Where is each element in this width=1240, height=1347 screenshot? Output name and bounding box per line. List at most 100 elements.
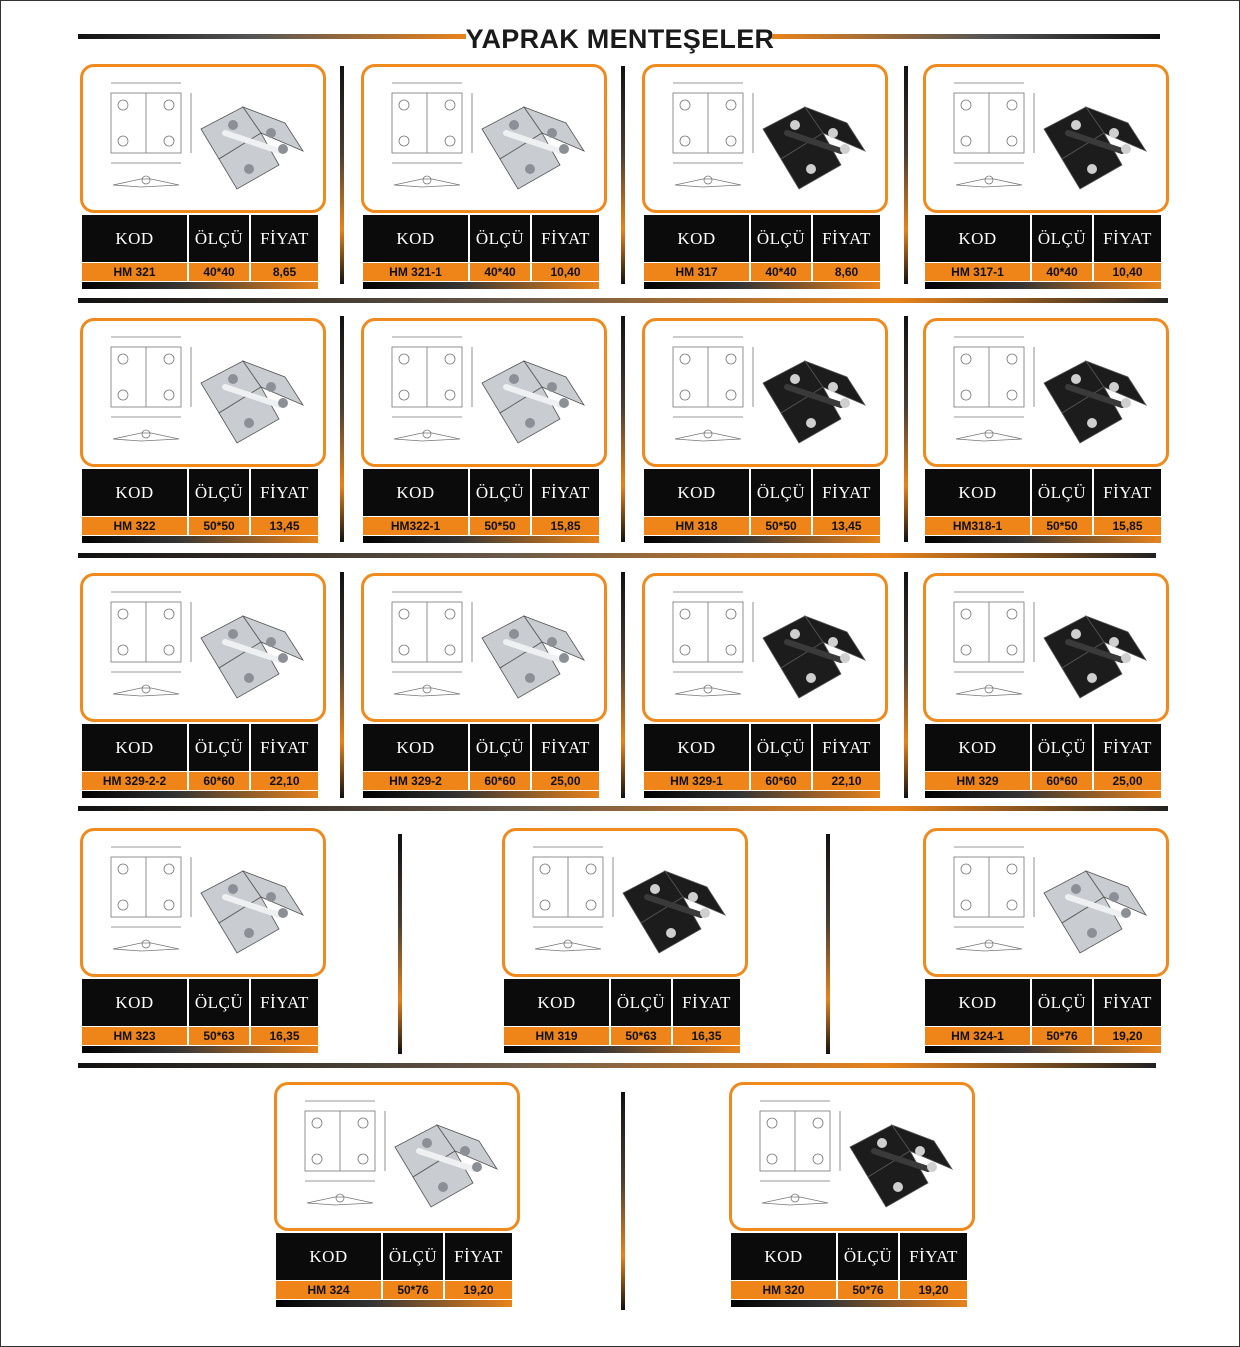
header-kod: KOD bbox=[276, 1233, 381, 1280]
column-divider bbox=[621, 66, 625, 284]
product-card: KOD ÖLÇÜ FİYAT HM 321 40*40 8,65 bbox=[78, 64, 328, 292]
product-price: 8,65 bbox=[251, 263, 318, 281]
product-code: HM 321 bbox=[82, 263, 187, 281]
price-table-row: HM 322 50*50 13,45 bbox=[82, 517, 318, 535]
price-table-header: KOD ÖLÇÜ FİYAT bbox=[363, 215, 599, 262]
header-fiyat: FİYAT bbox=[532, 215, 599, 262]
hinge-image bbox=[80, 828, 326, 977]
hinge-drawing-icon bbox=[759, 1100, 954, 1208]
column-divider bbox=[621, 572, 625, 798]
column-divider bbox=[621, 316, 625, 542]
column-divider bbox=[340, 66, 344, 284]
product-size: 40*40 bbox=[751, 263, 811, 281]
product-size: 60*60 bbox=[189, 772, 249, 790]
product-card: KOD ÖLÇÜ FİYAT HM 322 50*50 13,45 bbox=[78, 318, 328, 546]
header-olcu: ÖLÇÜ bbox=[1032, 724, 1092, 771]
header-kod: KOD bbox=[925, 469, 1030, 516]
product-card: KOD ÖLÇÜ FİYAT HM 317 40*40 8,60 bbox=[640, 64, 890, 292]
product-code: HM 324 bbox=[276, 1281, 381, 1299]
header-fiyat: FİYAT bbox=[813, 215, 880, 262]
product-card: KOD ÖLÇÜ FİYAT HM 317-1 40*40 10,40 bbox=[921, 64, 1171, 292]
price-table-header: KOD ÖLÇÜ FİYAT bbox=[644, 215, 880, 262]
product-card: KOD ÖLÇÜ FİYAT HM 321-1 40*40 10,40 bbox=[359, 64, 609, 292]
hinge-drawing-icon bbox=[953, 82, 1148, 190]
card-underline bbox=[82, 282, 318, 289]
header-kod: KOD bbox=[82, 215, 187, 262]
column-divider bbox=[826, 834, 830, 1054]
price-table-row: HM 324-1 50*76 19,20 bbox=[925, 1027, 1161, 1045]
price-table-row: HM 329 60*60 25,00 bbox=[925, 772, 1161, 790]
hinge-image bbox=[923, 828, 1169, 977]
title-rule-right bbox=[772, 34, 1160, 39]
product-code: HM 324-1 bbox=[925, 1027, 1030, 1045]
product-size: 50*63 bbox=[611, 1027, 671, 1045]
header-kod: KOD bbox=[363, 724, 468, 771]
product-price: 13,45 bbox=[251, 517, 318, 535]
price-table-header: KOD ÖLÇÜ FİYAT bbox=[925, 724, 1161, 771]
hinge-drawing-icon bbox=[110, 846, 305, 954]
card-underline bbox=[925, 282, 1161, 289]
price-table-row: HM 321-1 40*40 10,40 bbox=[363, 263, 599, 281]
price-table-row: HM 324 50*76 19,20 bbox=[276, 1281, 512, 1299]
column-divider bbox=[340, 316, 344, 542]
price-table-header: KOD ÖLÇÜ FİYAT bbox=[363, 724, 599, 771]
price-table-header: KOD ÖLÇÜ FİYAT bbox=[925, 215, 1161, 262]
page-title: YAPRAK MENTEŞELER bbox=[465, 24, 775, 54]
hinge-image bbox=[274, 1082, 520, 1231]
header-fiyat: FİYAT bbox=[673, 979, 740, 1026]
product-code: HM 322 bbox=[82, 517, 187, 535]
product-card: KOD ÖLÇÜ FİYAT HM322-1 50*50 15,85 bbox=[359, 318, 609, 546]
header-olcu: ÖLÇÜ bbox=[189, 215, 249, 262]
product-code: HM 317 bbox=[644, 263, 749, 281]
hinge-image bbox=[923, 64, 1169, 213]
product-code: HM 323 bbox=[82, 1027, 187, 1045]
price-table-header: KOD ÖLÇÜ FİYAT bbox=[644, 724, 880, 771]
price-table-row: HM 329-1 60*60 22,10 bbox=[644, 772, 880, 790]
header-olcu: ÖLÇÜ bbox=[189, 979, 249, 1026]
price-table-header: KOD ÖLÇÜ FİYAT bbox=[644, 469, 880, 516]
product-price: 19,20 bbox=[445, 1281, 512, 1299]
row-divider-3 bbox=[78, 806, 1168, 811]
hinge-drawing-icon bbox=[672, 336, 867, 444]
product-size: 50*50 bbox=[189, 517, 249, 535]
product-code: HM 320 bbox=[731, 1281, 836, 1299]
header-kod: KOD bbox=[82, 469, 187, 516]
product-card: KOD ÖLÇÜ FİYAT HM318-1 50*50 15,85 bbox=[921, 318, 1171, 546]
header-fiyat: FİYAT bbox=[1094, 724, 1161, 771]
header-olcu: ÖLÇÜ bbox=[189, 724, 249, 771]
column-divider bbox=[904, 66, 908, 284]
column-divider bbox=[904, 572, 908, 798]
hinge-image bbox=[361, 318, 607, 467]
header-fiyat: FİYAT bbox=[445, 1233, 512, 1280]
row-divider-4 bbox=[78, 1063, 1156, 1068]
price-table-row: HM 317 40*40 8,60 bbox=[644, 263, 880, 281]
hinge-image bbox=[80, 573, 326, 722]
product-price: 10,40 bbox=[1094, 263, 1161, 281]
product-card: KOD ÖLÇÜ FİYAT HM 318 50*50 13,45 bbox=[640, 318, 890, 546]
header-fiyat: FİYAT bbox=[1094, 215, 1161, 262]
product-price: 22,10 bbox=[813, 772, 880, 790]
price-table-header: KOD ÖLÇÜ FİYAT bbox=[925, 979, 1161, 1026]
product-price: 15,85 bbox=[1094, 517, 1161, 535]
header-olcu: ÖLÇÜ bbox=[383, 1233, 443, 1280]
header-fiyat: FİYAT bbox=[251, 215, 318, 262]
product-size: 40*40 bbox=[1032, 263, 1092, 281]
price-table-row: HM322-1 50*50 15,85 bbox=[363, 517, 599, 535]
hinge-image bbox=[923, 318, 1169, 467]
price-table-row: HM 329-2-2 60*60 22,10 bbox=[82, 772, 318, 790]
product-card: KOD ÖLÇÜ FİYAT HM 329-2 60*60 25,00 bbox=[359, 573, 609, 801]
price-table-row: HM 323 50*63 16,35 bbox=[82, 1027, 318, 1045]
row-divider-1 bbox=[78, 298, 1168, 303]
hinge-drawing-icon bbox=[953, 846, 1148, 954]
header-fiyat: FİYAT bbox=[813, 469, 880, 516]
card-underline bbox=[925, 1046, 1161, 1053]
header-olcu: ÖLÇÜ bbox=[838, 1233, 898, 1280]
product-card: KOD ÖLÇÜ FİYAT HM 319 50*63 16,35 bbox=[500, 828, 750, 1056]
card-underline bbox=[82, 1046, 318, 1053]
price-table-row: HM 317-1 40*40 10,40 bbox=[925, 263, 1161, 281]
product-code: HM 329 bbox=[925, 772, 1030, 790]
hinge-image bbox=[642, 318, 888, 467]
product-price: 8,60 bbox=[813, 263, 880, 281]
product-size: 40*40 bbox=[189, 263, 249, 281]
card-underline bbox=[644, 791, 880, 798]
